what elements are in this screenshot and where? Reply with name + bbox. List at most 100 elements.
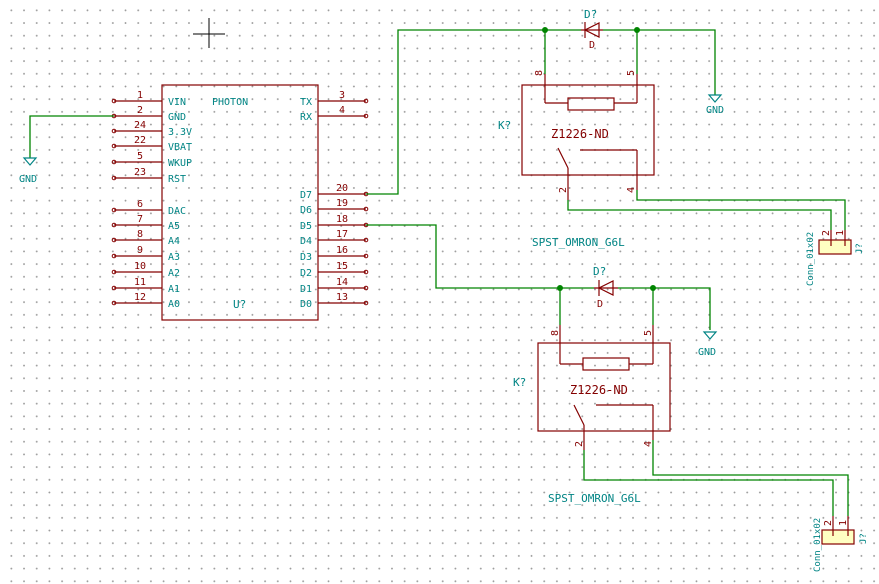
diode-top[interactable]: D? D xyxy=(581,8,603,51)
pin-number: 11 xyxy=(134,277,146,288)
connector-pin-num: 2 xyxy=(821,230,832,236)
ground-label: GND xyxy=(706,105,724,116)
ic-pin-left[interactable]: 24 3.3V xyxy=(111,120,192,138)
relay-ref: K? xyxy=(513,376,526,389)
ic-pin-right[interactable]: 4RX xyxy=(300,105,369,123)
pin-name: A2 xyxy=(168,268,180,279)
connector-value: Conn_01x02 xyxy=(806,232,816,286)
relay-pin-num: 2 xyxy=(574,441,585,447)
relay-pin-num: 8 xyxy=(534,70,545,76)
relay-pin-num: 4 xyxy=(626,187,637,193)
pin-number: 22 xyxy=(134,135,146,146)
relay-body xyxy=(521,84,655,176)
junction-dot xyxy=(542,27,548,33)
diode-bottom[interactable]: D? D xyxy=(593,265,618,310)
relay-ref: K? xyxy=(498,119,511,132)
wires xyxy=(29,29,849,516)
pin-number: 6 xyxy=(137,199,143,210)
pin-name: DAC xyxy=(168,206,186,217)
ground-left[interactable]: GND xyxy=(19,157,38,185)
relay-value: SPST_OMRON_G6L xyxy=(532,236,625,249)
relay-pin-num: 2 xyxy=(558,187,569,193)
relay-2[interactable]: Z1226-ND K? 8 5 2 4 SPST_OMRON_G6L xyxy=(513,325,671,505)
connector-body xyxy=(821,529,855,545)
pin-number: 5 xyxy=(137,151,143,162)
ground-bottom-right[interactable]: GND xyxy=(698,331,718,358)
relay-coil-icon xyxy=(567,97,615,111)
connector-ref: J? xyxy=(855,243,865,254)
pin-number: 18 xyxy=(336,214,348,225)
relay-1[interactable]: Z1226-ND K? 8 5 2 4 SPST_OMRON_G6L xyxy=(498,70,655,249)
relay-body xyxy=(537,342,671,432)
pin-number: 2 xyxy=(137,105,143,116)
connector-2[interactable]: 2 1 Conn_01x02 J? xyxy=(813,516,869,572)
junction-dot xyxy=(634,27,640,33)
diode-ref: D? xyxy=(593,265,606,278)
ic-body[interactable] xyxy=(161,84,319,321)
pin-number: 12 xyxy=(134,292,146,303)
pin-name: D0 xyxy=(300,299,312,310)
relay-coil-icon xyxy=(582,357,630,371)
pin-name: A3 xyxy=(168,252,180,263)
ic-left-pins: 1VIN2GND243.3V22VBAT5WKUP23RST6DAC7A58A4… xyxy=(111,90,192,310)
ground-icon xyxy=(702,331,718,340)
ic-ref: U? xyxy=(233,298,246,311)
pin-number: 1 xyxy=(137,90,143,101)
pin-name: D5 xyxy=(300,221,312,232)
ic-photon[interactable]: PHOTON U? 1VIN2GND243.3V22VBAT5WKUP23RST… xyxy=(111,84,369,321)
connector-1[interactable]: 2 1 Conn_01x02 J? xyxy=(806,230,865,286)
pin-number: 3 xyxy=(339,90,345,101)
diode-value: D xyxy=(589,40,595,51)
ground-icon xyxy=(707,94,723,103)
pin-number: 24 xyxy=(134,120,146,131)
pin-name: RX xyxy=(300,112,312,123)
pin-name: 3.3V xyxy=(168,127,192,138)
pin-name: TX xyxy=(300,97,312,108)
pin-number: 19 xyxy=(336,198,348,209)
wire-relay1-pin4 xyxy=(636,190,846,230)
pin-name: RST xyxy=(168,174,186,185)
pin-number: 13 xyxy=(336,292,348,303)
pin-name: A4 xyxy=(168,236,180,247)
ic-pin-left[interactable]: 9A3 xyxy=(111,245,180,263)
ground-top-right[interactable]: GND xyxy=(706,94,724,116)
relay-coil-label: Z1226-ND xyxy=(551,127,609,141)
ic-pin-left[interactable]: 8A4 xyxy=(111,229,180,247)
pin-number: 7 xyxy=(137,214,143,225)
pin-name: WKUP xyxy=(168,158,192,169)
crosshair-cursor-icon xyxy=(193,18,225,48)
connector-body xyxy=(818,239,852,255)
ground-label: GND xyxy=(19,174,37,185)
junctions xyxy=(542,27,656,291)
pin-number: 14 xyxy=(336,277,348,288)
ground-icon xyxy=(22,157,38,166)
relay-pin-num: 8 xyxy=(550,330,561,336)
pin-name: A1 xyxy=(168,284,180,295)
pin-name: VIN xyxy=(168,97,186,108)
ic-pin-left[interactable]: 7A5 xyxy=(111,214,180,232)
wire-bottom-diode-right xyxy=(618,287,711,330)
relay-coil-label: Z1226-ND xyxy=(570,383,628,397)
ic-pin-right[interactable]: 3TX xyxy=(300,90,369,108)
diode-value: D xyxy=(597,299,603,310)
pin-number: 17 xyxy=(336,229,348,240)
connector-ref: J? xyxy=(859,533,869,544)
